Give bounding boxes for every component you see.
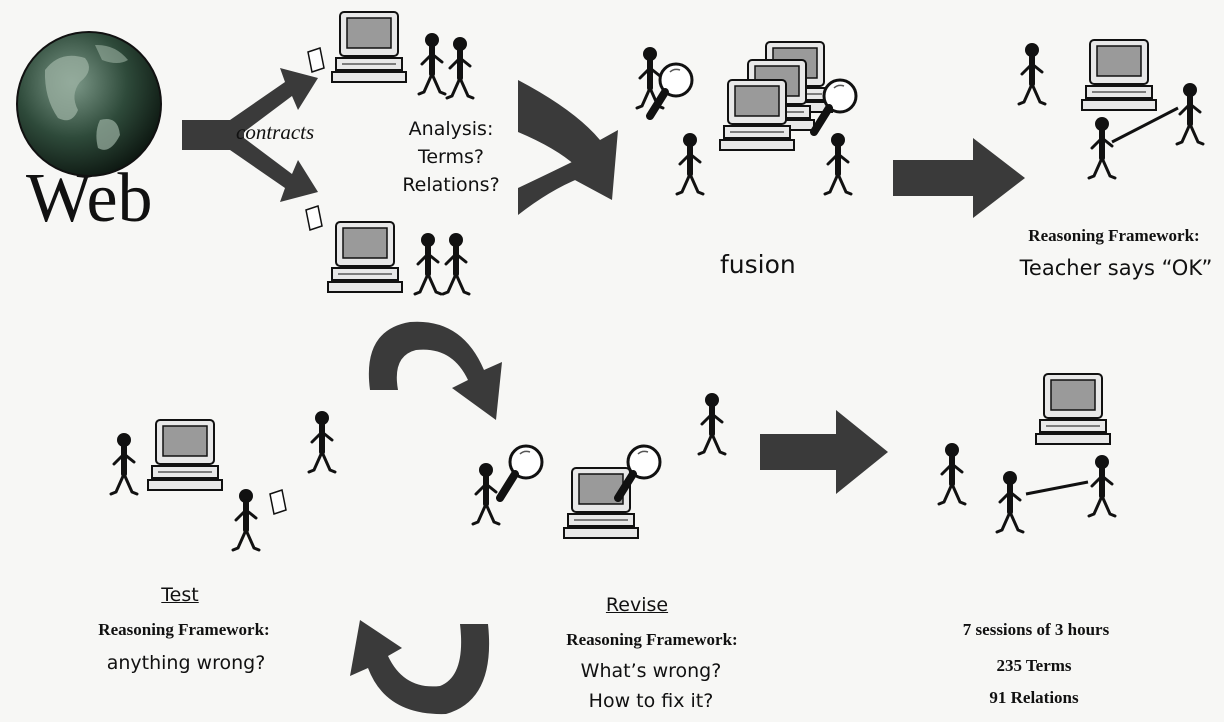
fusion-label: fusion <box>720 250 796 279</box>
computer-icon <box>147 419 223 491</box>
merge-arrow <box>518 80 618 215</box>
results-group <box>939 373 1115 532</box>
person-figure <box>447 37 473 98</box>
person-figure <box>1019 43 1045 104</box>
cycle-arrow-top <box>368 321 502 420</box>
computer-icon <box>719 79 795 151</box>
fork-arrow <box>182 68 318 202</box>
person-figure <box>939 443 965 504</box>
contract-paper-icon <box>307 47 325 73</box>
sessions-stat: 7 sessions of 3 hours <box>962 620 1110 639</box>
teacher-text: Teacher says “OK” <box>1019 256 1213 280</box>
globe-icon <box>16 31 162 177</box>
magnifier-icon <box>500 446 542 498</box>
paper-icon <box>269 489 287 515</box>
test-heading: Reasoning Framework: <box>98 620 270 639</box>
analysis-label: Analysis: <box>408 118 494 140</box>
person-figure <box>825 133 851 194</box>
person-figure <box>473 463 499 524</box>
person-figure <box>415 233 441 294</box>
revise-title: Revise <box>605 594 669 616</box>
revise-group <box>473 393 725 539</box>
cycle-arrow-bottom <box>350 620 490 715</box>
computer-icon <box>327 221 403 293</box>
person-figure <box>443 233 469 294</box>
fusion-group <box>637 41 856 194</box>
terms-question: Terms? <box>417 146 485 168</box>
person-figure <box>699 393 725 454</box>
relations-stat: 91 Relations <box>989 688 1079 707</box>
computer-icon <box>331 11 407 83</box>
person-figure <box>1089 455 1115 516</box>
test-text: anything wrong? <box>106 652 266 674</box>
test-group <box>111 411 335 550</box>
person-figure <box>997 471 1023 532</box>
person-figure <box>419 33 445 94</box>
handshake <box>1025 480 1089 496</box>
computer-icon <box>1035 373 1111 445</box>
test-title: Test <box>161 584 199 606</box>
contracts-label: contracts <box>236 120 315 144</box>
handshake <box>1111 106 1179 144</box>
revise-heading: Reasoning Framework: <box>566 630 738 649</box>
revise-question-2: How to fix it? <box>588 690 714 712</box>
analysis-group-bottom <box>327 221 469 294</box>
teacher-heading: Reasoning Framework: <box>1028 226 1200 245</box>
web-label: Web <box>26 160 153 237</box>
terms-stat: 235 Terms <box>996 656 1072 675</box>
person-figure <box>1089 117 1115 178</box>
revise-question-1: What’s wrong? <box>580 660 722 682</box>
computer-icon <box>1081 39 1157 111</box>
person-figure <box>111 433 137 494</box>
person-figure <box>1177 83 1203 144</box>
person-figure <box>233 489 259 550</box>
contract-paper-icon <box>305 205 323 231</box>
analysis-group-top <box>331 11 473 98</box>
person-figure <box>677 133 703 194</box>
teacher-group <box>1019 39 1203 178</box>
arrow-to-results <box>760 410 888 494</box>
relations-question: Relations? <box>402 174 500 196</box>
person-figure <box>309 411 335 472</box>
arrow-to-teacher <box>893 138 1025 218</box>
